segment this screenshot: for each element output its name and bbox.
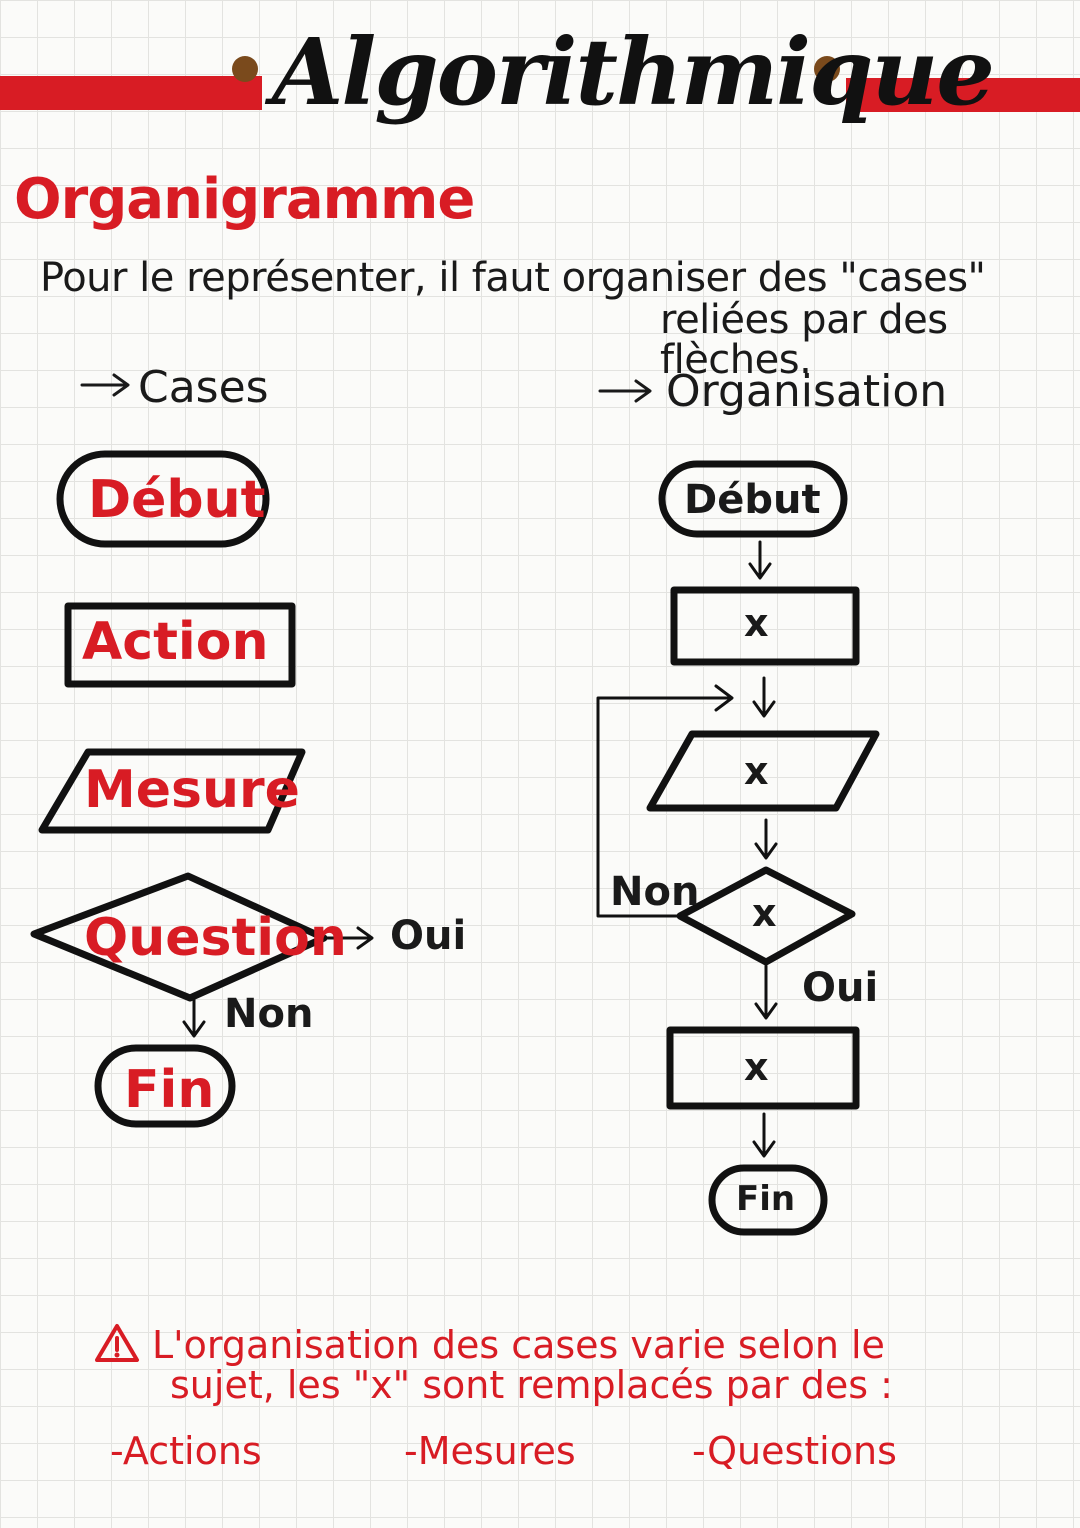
note-line-2: sujet, les "x" sont remplacés par des :: [170, 1363, 893, 1407]
org-arrow-3: [754, 818, 778, 860]
org-mesure-parallelogram-shape: [646, 730, 880, 812]
org-arrow-1: [748, 540, 772, 580]
org-arrow-4: [754, 964, 778, 1020]
mesure-label: Mesure: [84, 760, 300, 820]
note-line-1: L'organisation des cases varie selon le: [152, 1323, 885, 1367]
oui-arrow: [322, 926, 374, 950]
org-oui-label: Oui: [802, 965, 879, 1011]
note-item-label: Actions: [122, 1429, 262, 1473]
org-question-diamond-shape: [676, 866, 856, 966]
action-box-shape: [64, 602, 296, 688]
org-action-box-2: [666, 1026, 860, 1110]
org-fin-terminal-shape: [708, 1164, 828, 1236]
intro-line-2: reliées par des flèches.: [660, 297, 948, 383]
note-item-questions: -Questions: [692, 1429, 897, 1473]
org-arrow-5: [752, 1112, 776, 1158]
fin-terminal-shape: [94, 1044, 236, 1128]
right-column-header: Organisation: [666, 366, 948, 417]
debut-terminal-shape: [56, 450, 270, 548]
org-box-2-label: x: [744, 749, 769, 793]
mesure-parallelogram-shape: [38, 748, 306, 834]
note-item-label: Mesures: [417, 1429, 576, 1473]
org-action-box-1: [670, 586, 860, 666]
org-loop-arrow: [596, 684, 734, 918]
oui-label: Oui: [390, 913, 467, 959]
fin-label: Fin: [124, 1060, 215, 1120]
org-box-1-label: x: [744, 601, 769, 645]
warning-triangle-icon: [94, 1322, 140, 1368]
org-arrow-2: [752, 676, 776, 718]
note-item-label: Questions: [707, 1429, 897, 1473]
note-item-mesures: -Mesures: [404, 1429, 576, 1473]
question-label: Question: [84, 908, 347, 968]
arrow-right-icon: [598, 376, 654, 410]
debut-label: Début: [88, 470, 266, 530]
title-bullet-right: [814, 56, 840, 82]
org-box-3-label: x: [752, 891, 777, 935]
arrow-right-icon: [80, 370, 132, 404]
org-box-4-label: x: [744, 1045, 769, 1089]
title-bar-right: [846, 78, 1080, 112]
org-debut-terminal-shape: [658, 460, 848, 538]
org-fin-label: Fin: [736, 1179, 796, 1219]
title-bullet-left: [232, 56, 258, 82]
org-non-label: Non: [610, 869, 700, 915]
non-arrow: [182, 998, 206, 1038]
action-label: Action: [82, 612, 269, 672]
section-heading: Organigramme: [14, 167, 475, 232]
left-column-header: Cases: [138, 362, 269, 413]
page-title: Algorithmique: [272, 18, 995, 126]
intro-line-1: Pour le représenter, il faut organiser d…: [40, 255, 986, 301]
org-debut-label: Début: [684, 477, 821, 523]
title-bar-left: [0, 76, 262, 110]
note-item-actions: -Actions: [110, 1429, 262, 1473]
non-label: Non: [224, 991, 314, 1037]
